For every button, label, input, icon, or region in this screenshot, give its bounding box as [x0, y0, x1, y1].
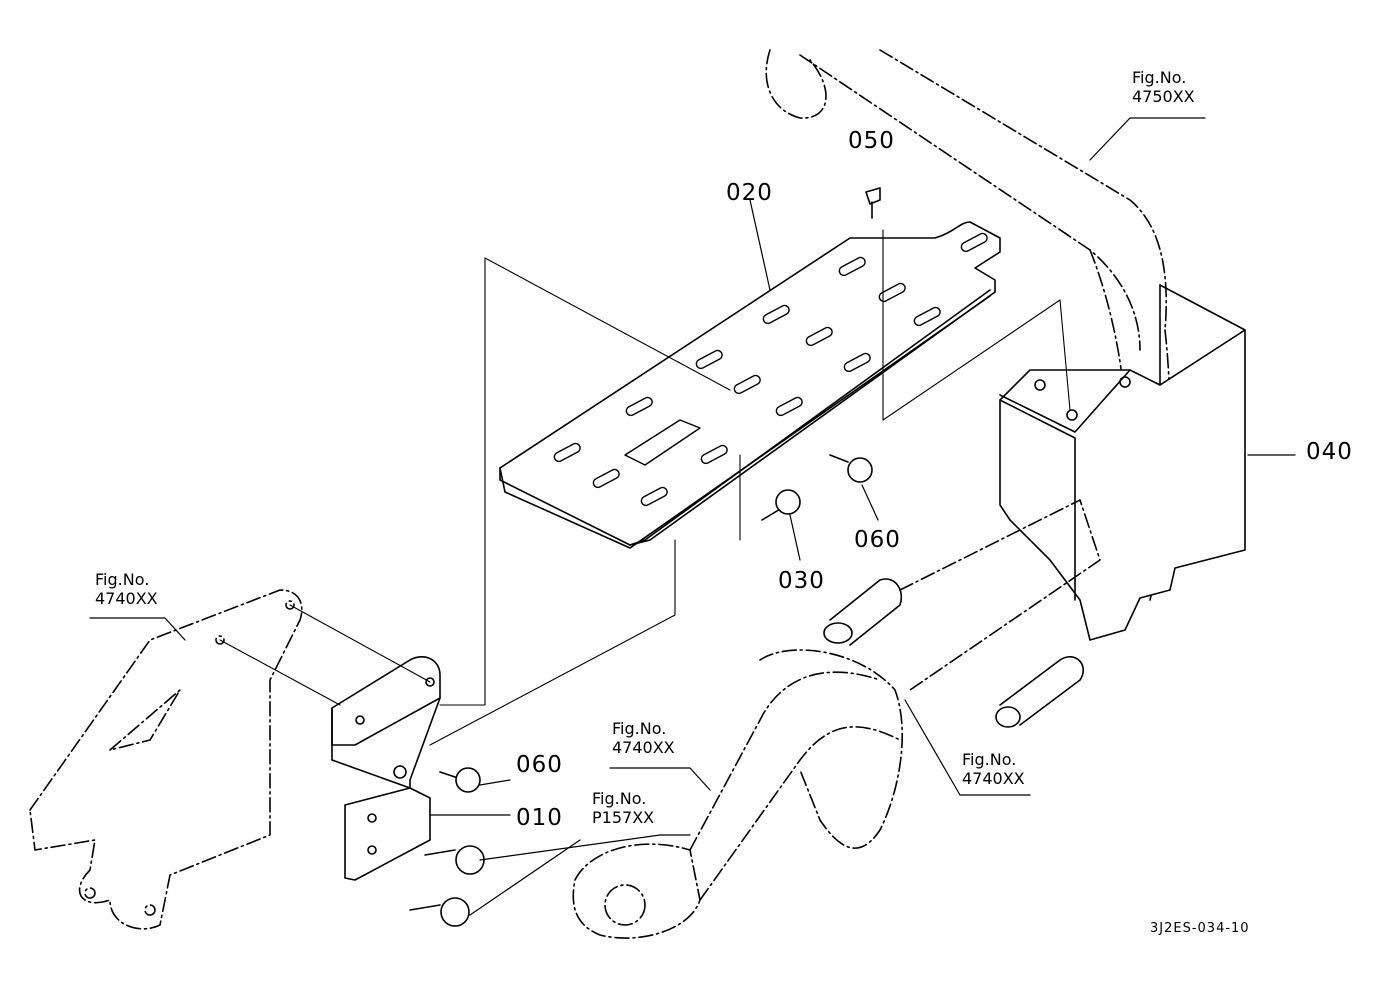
fig-ref-4740xx-right[interactable]: Fig.No. 4740XX [962, 752, 1025, 787]
fig-ref-p157xx[interactable]: Fig.No. P157XX [592, 791, 654, 826]
leader-lines [89, 117, 1296, 916]
fig-ref-number: P157XX [592, 808, 655, 827]
fig-ref-4740xx-left[interactable]: Fig.No. 4740XX [95, 572, 158, 607]
part-label-030: 030 [778, 568, 825, 594]
fig-ref-number: 4740XX [962, 769, 1025, 788]
part-label-040: 040 [1306, 439, 1353, 465]
fig-ref-number: 4740XX [612, 738, 675, 757]
part-label-010: 010 [516, 805, 563, 831]
part-020-plate [499, 221, 1001, 549]
assembly-lines [219, 229, 1071, 746]
fig-ref-prefix: Fig.No. [592, 789, 647, 808]
part-040-cover [999, 284, 1246, 641]
part-010-bracket [331, 656, 441, 881]
bolt-060-lower [439, 767, 481, 793]
part-label-060-upper: 060 [854, 527, 901, 553]
hose-clamps [409, 845, 485, 927]
drawing-code: 3J2ES-034-10 [1150, 921, 1250, 936]
part-label-020: 020 [726, 180, 773, 206]
fig-ref-prefix: Fig.No. [95, 570, 150, 589]
fig-ref-4750xx[interactable]: Fig.No. 4750XX [1132, 70, 1195, 105]
fig-ref-prefix: Fig.No. [1132, 68, 1187, 87]
fig-ref-number: 4740XX [95, 589, 158, 608]
left-frame-phantom [29, 589, 303, 930]
bolt-060-upper [829, 454, 873, 483]
bolt-050 [865, 187, 881, 219]
part-label-050: 050 [848, 128, 895, 154]
pipe-assembly-phantom [572, 499, 1101, 939]
fig-ref-4740xx-mid[interactable]: Fig.No. 4740XX [612, 721, 675, 756]
fig-ref-number: 4750XX [1132, 87, 1195, 106]
part-label-060-lower: 060 [516, 752, 563, 778]
fig-ref-prefix: Fig.No. [962, 750, 1017, 769]
pipe-fittings [823, 578, 1084, 728]
fig-ref-prefix: Fig.No. [612, 719, 667, 738]
bolt-030 [761, 489, 801, 521]
